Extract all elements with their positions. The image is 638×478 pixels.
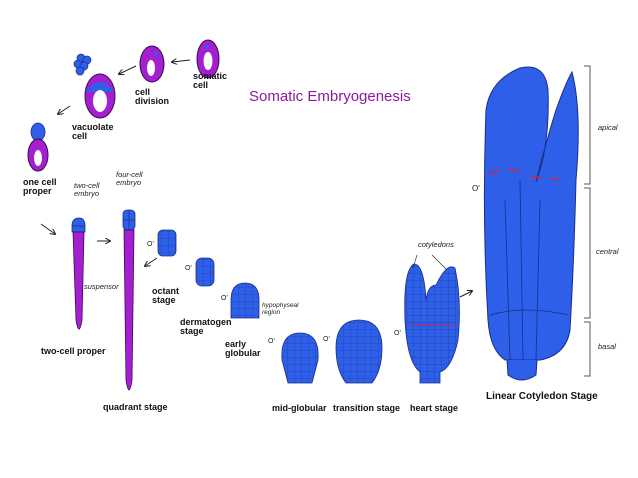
early-globular-label: early globular — [225, 339, 261, 359]
quadrant-stage-figure — [122, 209, 136, 391]
svg-text:O': O' — [221, 295, 228, 302]
dermatogen-stage-figure: O' — [185, 257, 215, 287]
heart-stage-figure: O' — [394, 254, 460, 384]
arrow-onecell-to-twocell — [40, 223, 55, 234]
cell-cluster-figure — [73, 53, 92, 76]
svg-text:O': O' — [185, 265, 192, 272]
dermatogen-stage-label: dermatogen stage — [180, 317, 232, 337]
arrow-vacuolate-to-onecell — [58, 105, 71, 114]
vacuolate-cell-figure — [84, 73, 116, 119]
octant-stage-figure: O' — [147, 229, 177, 257]
early-globular-figure: O' — [221, 282, 260, 319]
four-cell-embryo-label: four-cell embryo — [116, 170, 143, 187]
region-brackets — [584, 65, 591, 377]
svg-text:O': O' — [394, 330, 401, 337]
page-title: Somatic Embryogenesis — [249, 88, 411, 105]
cell-division-figure — [139, 45, 165, 83]
transition-stage-figure: O' — [323, 319, 383, 384]
cell-division-label: cell division — [135, 87, 170, 107]
cotyledons-label: cotyledons — [418, 240, 454, 249]
svg-text:O': O' — [147, 241, 154, 248]
one-cell-proper-figure — [27, 122, 49, 172]
two-cell-proper-label: two-cell proper — [41, 346, 106, 356]
linear-cotyledon-figure — [483, 66, 579, 381]
arrow-division-to-vacuolate — [119, 65, 137, 74]
apical-label: apical — [598, 123, 618, 132]
arrow-octant — [145, 257, 158, 266]
two-cell-proper-figure — [71, 217, 86, 330]
quadrant-stage-label: quadrant stage — [103, 402, 168, 412]
arrow-heart-to-linear — [459, 291, 472, 298]
somatic-cell-label: somatic cell — [193, 71, 228, 91]
arrow-somatic-to-division — [172, 60, 191, 62]
mid-globular-label: mid-globular — [272, 403, 327, 413]
one-cell-proper-label: one cell proper — [23, 177, 57, 197]
svg-text:O': O' — [323, 336, 330, 343]
somatic-cell-figure — [196, 39, 220, 79]
heart-stage-label: heart stage — [410, 403, 459, 413]
basal-label: basal — [598, 342, 616, 351]
mid-globular-figure: O' — [268, 332, 319, 384]
o-marker-label: O' — [472, 184, 480, 193]
hypophyseal-region-label: hypophyseal region — [262, 302, 299, 316]
octant-stage-label: octant stage — [152, 286, 179, 306]
two-cell-embryo-label: two-cell embryo — [74, 181, 100, 198]
central-label: central — [596, 247, 619, 256]
linear-cotyledon-stage-label: Linear Cotyledon Stage — [486, 391, 598, 402]
suspensor-label: suspensor — [84, 282, 119, 291]
transition-stage-label: transition stage — [333, 403, 401, 413]
svg-text:O': O' — [268, 338, 275, 345]
vacuolate-cell-label: vacuolate cell — [72, 122, 114, 142]
